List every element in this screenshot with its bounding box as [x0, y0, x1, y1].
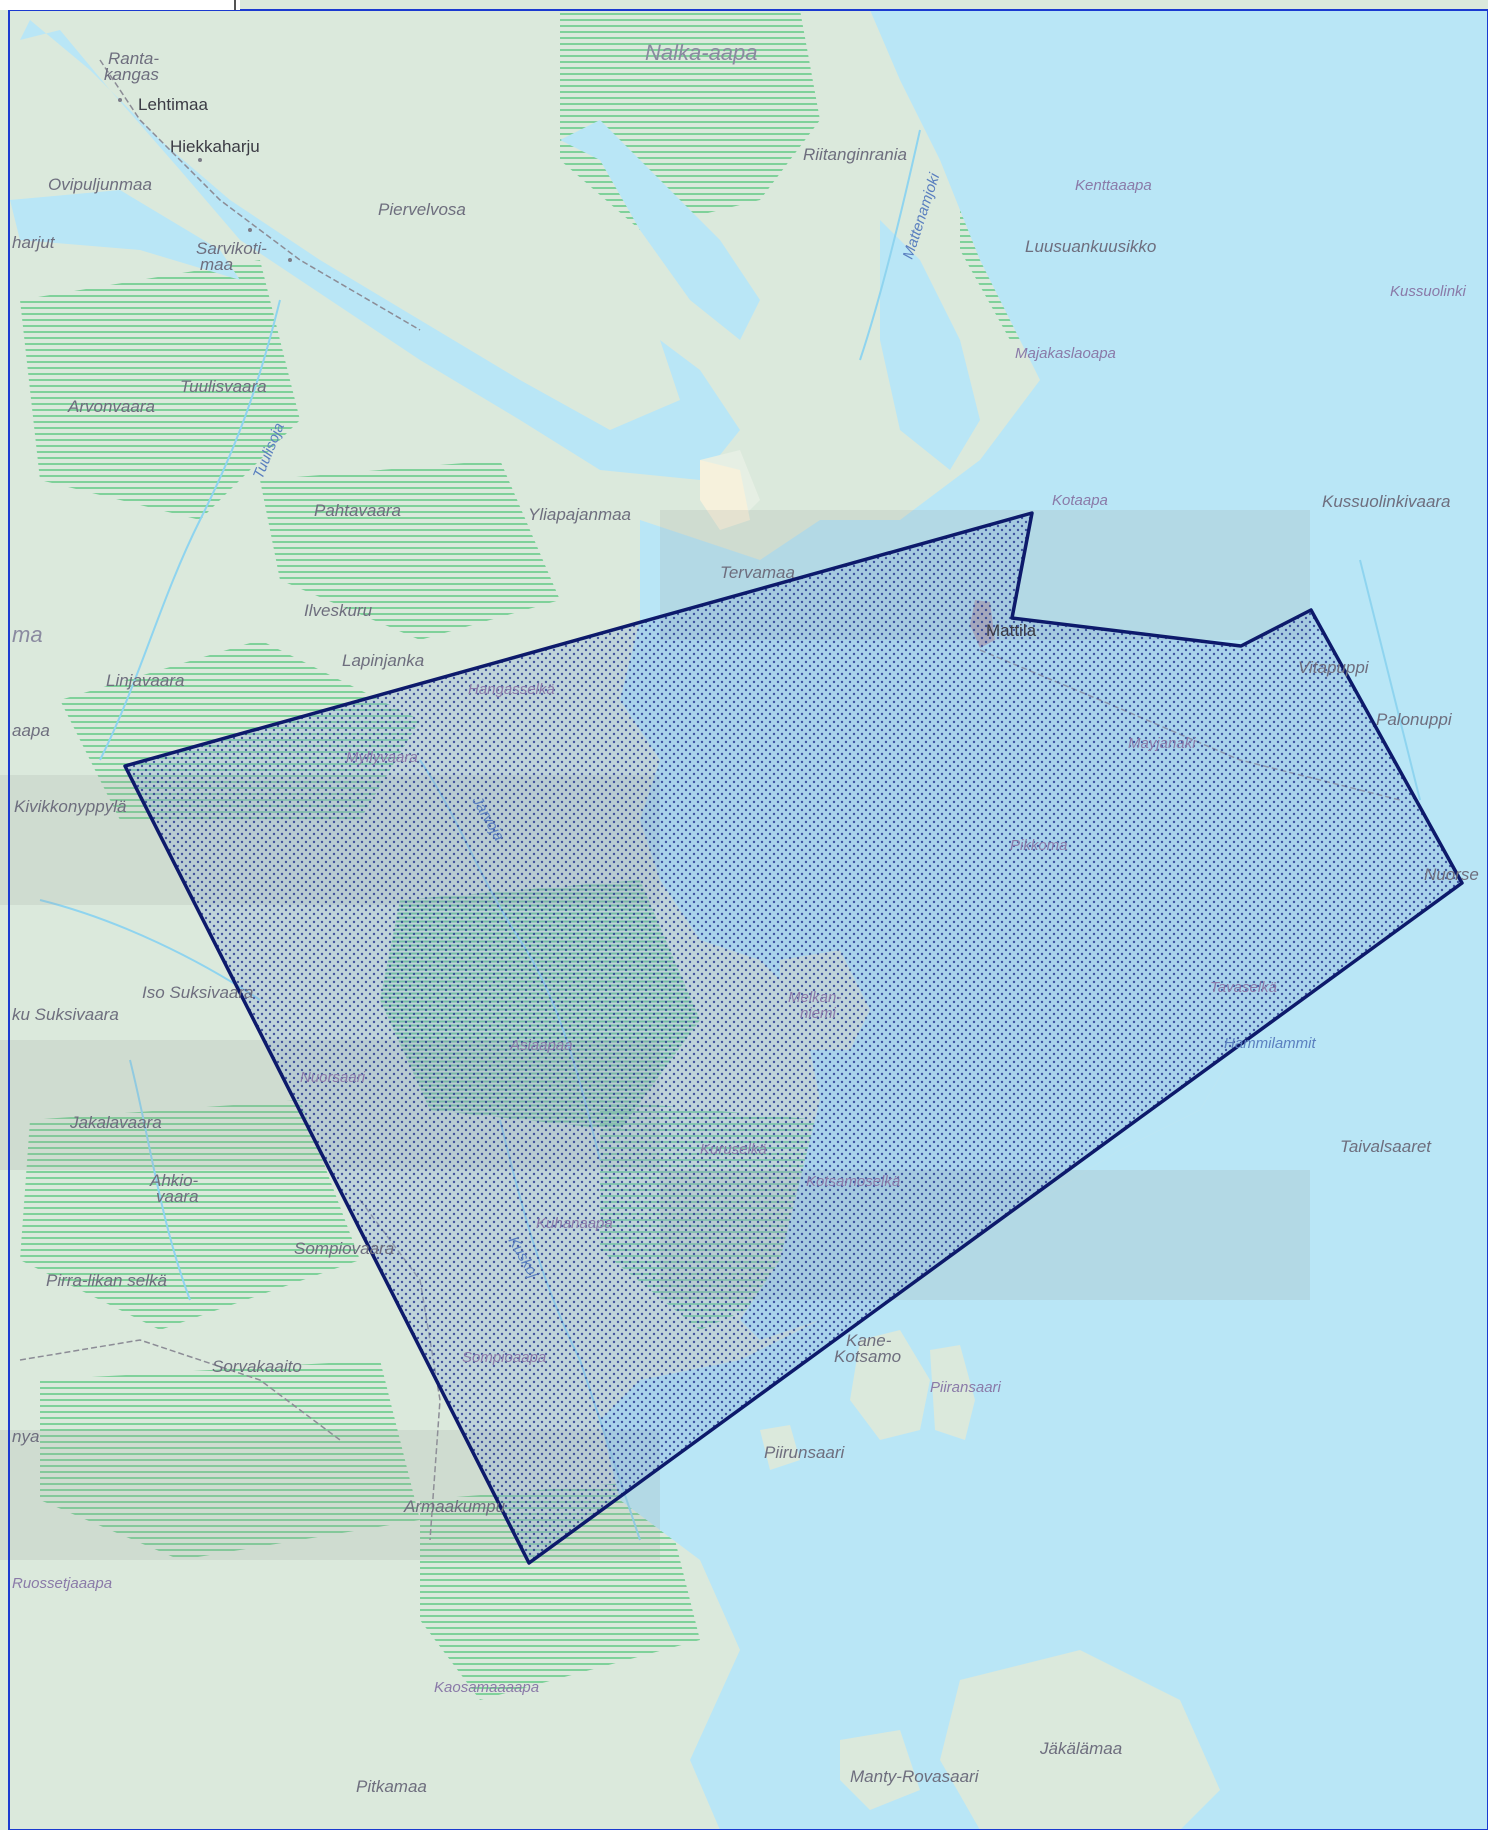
label-sorvakaaito: Sorvakaaito: [212, 1357, 302, 1376]
label-piiransaari: Piiransaari: [930, 1379, 1002, 1396]
label-aapa: aapa: [12, 721, 50, 740]
marsh-area: [40, 1360, 420, 1560]
river-channel: [10, 190, 240, 280]
label-arvonvaara: Arvonvaara: [67, 397, 155, 416]
label-ma: ma: [12, 622, 43, 647]
label-nuorsaari: Nuorsaari: [300, 1069, 366, 1086]
label-mattila: Mattila: [986, 621, 1037, 640]
road: [19, 1339, 341, 1441]
label-vitapuppi: Vitapuppi: [1298, 658, 1370, 677]
planning-area[interactable]: [123, 511, 1464, 1565]
label-kotaapa: Kotaapa: [1052, 492, 1108, 509]
label-pahtavaara: Pahtavaara: [314, 501, 401, 520]
label-jakalavaara: Jakalavaara: [69, 1113, 162, 1132]
label-tavaselka: Tavaselkä: [1210, 979, 1277, 996]
label-taivalsaaret: Taivalsaaret: [1340, 1137, 1432, 1156]
label-kussuolinkivaara: Kussuolinkivaara: [1322, 492, 1451, 511]
label-ahkiovaara: vaara: [156, 1187, 199, 1206]
label-melkanniemi: Melkan-: [788, 989, 841, 1006]
stream: [99, 299, 281, 761]
label-ku-suksivaara: ku Suksivaara: [12, 1005, 119, 1024]
label-kivikkonyppyla: Kivikkonyppylä: [14, 797, 126, 816]
label-jakalamaa: Jäkälämaa: [1039, 1739, 1122, 1758]
house-dot: [288, 258, 292, 262]
label-harjut: harjut: [12, 233, 56, 252]
house-dot: [198, 158, 202, 162]
label-kenttaaapa: Kenttaaapa: [1075, 177, 1152, 194]
house-dot: [248, 228, 252, 232]
label-rantakangas: Ranta-: [108, 49, 159, 68]
marsh-area: [420, 1480, 700, 1700]
label-linjavaara: Linjavaara: [106, 671, 184, 690]
label-nya: nya: [12, 1427, 39, 1446]
stream: [129, 1059, 191, 1301]
label-myllyvaara: Myllyvaara: [346, 749, 418, 766]
label-pikkoma: Pikkoma: [1010, 837, 1068, 854]
label-ahkiovaara: Ahkio-: [149, 1171, 199, 1190]
label-nalka-aapa: Nalka-aapa: [645, 40, 758, 65]
label-kotsamoselka: Kotsamoselkä: [806, 1173, 900, 1190]
island: [760, 1425, 800, 1470]
lake-main: [600, 10, 1488, 1830]
marsh-area: [20, 1100, 360, 1330]
label-kussuolinki: Kussuolinki: [1390, 283, 1467, 300]
label-mayjanaki: Mayjanaki: [1128, 735, 1196, 752]
island: [930, 1345, 975, 1440]
river-channel: [20, 20, 740, 480]
label-armaakumpu: Armaakumpu: [403, 1497, 506, 1516]
label-luusuankuusikko: Luusuankuusikko: [1025, 237, 1156, 256]
label-pirralikan-selka: Pirra-likan selkä: [46, 1271, 167, 1290]
label-piirunsaari: Piirunsaari: [764, 1443, 846, 1462]
island: [840, 1730, 920, 1810]
label-riitanginrania: Riitanginrania: [803, 145, 907, 164]
label-manty-rovasaari: Manty-Rovasaari: [850, 1767, 980, 1786]
stream: [859, 129, 921, 361]
header-stub: [0, 0, 240, 10]
road: [99, 59, 421, 331]
label-ruossetjaaapa: Ruossetjaaapa: [12, 1575, 112, 1592]
island: [940, 1650, 1220, 1830]
place-labels: Nalka-aapa Ranta- kangas Lehtimaa Hiekka…: [12, 40, 1479, 1796]
label-hiekkaharju: Hiekkaharju: [170, 137, 260, 156]
label-kaosamaaaapa: Kaosamaaaapa: [434, 1679, 539, 1696]
house-dot: [118, 98, 122, 102]
label-asiaapaa: Asiaapaa: [509, 1037, 573, 1054]
island: [850, 1330, 930, 1440]
label-kuhanaapa: Kuhanaapa: [536, 1215, 613, 1232]
label-lapinjanka: Lapinjanka: [342, 651, 424, 670]
label-ovipuljunmaa: Ovipuljunmaa: [48, 175, 152, 194]
label-iso-suksivaara: Iso Suksivaara: [142, 983, 254, 1002]
label-sarvikoti: maa: [200, 255, 233, 274]
planning-area-dots: [125, 513, 1462, 1563]
label-tervamaa: Tervamaa: [720, 563, 795, 582]
label-piervelvosa: Piervelvosa: [378, 200, 466, 219]
label-kane-kotsamo: Kane-: [846, 1331, 892, 1350]
label-palonuppi: Palonuppi: [1376, 710, 1453, 729]
label-melkanniemi: niemi: [800, 1005, 837, 1022]
label-kuruselka: Kuruselkä: [700, 1141, 767, 1158]
label-sompiovaara: Sompiovaara: [294, 1239, 394, 1258]
label-rantakangas: kangas: [104, 65, 159, 84]
sand-patch: [700, 460, 750, 530]
planning-area-outline[interactable]: [123, 511, 1464, 1565]
label-majakaslaoapa: Majakaslaoapa: [1015, 345, 1116, 362]
river-channel: [560, 120, 760, 340]
label-sompioaapa: Sompioaapa: [462, 1349, 546, 1366]
label-hammilammit: Hammilammit: [1224, 1035, 1316, 1052]
marsh-area: [260, 460, 560, 640]
label-pitkamaa: Pitkamaa: [356, 1777, 427, 1796]
label-kane-kotsamo: Kotsamo: [834, 1347, 901, 1366]
river-channel: [880, 220, 980, 470]
label-yliapajanmaa: Yliapajanmaa: [528, 505, 631, 524]
label-sarvikoti: Sarvikoti-: [196, 239, 267, 258]
label-lehtimaa: Lehtimaa: [138, 95, 208, 114]
label-hangasselka: Hangasselkä: [468, 681, 555, 698]
stream: [1359, 559, 1421, 801]
label-ilveskuru: Ilveskuru: [304, 601, 373, 620]
label-nuorse: Nuorse: [1424, 865, 1479, 884]
label-tuulisvaara: Tuulisvaara: [180, 377, 267, 396]
